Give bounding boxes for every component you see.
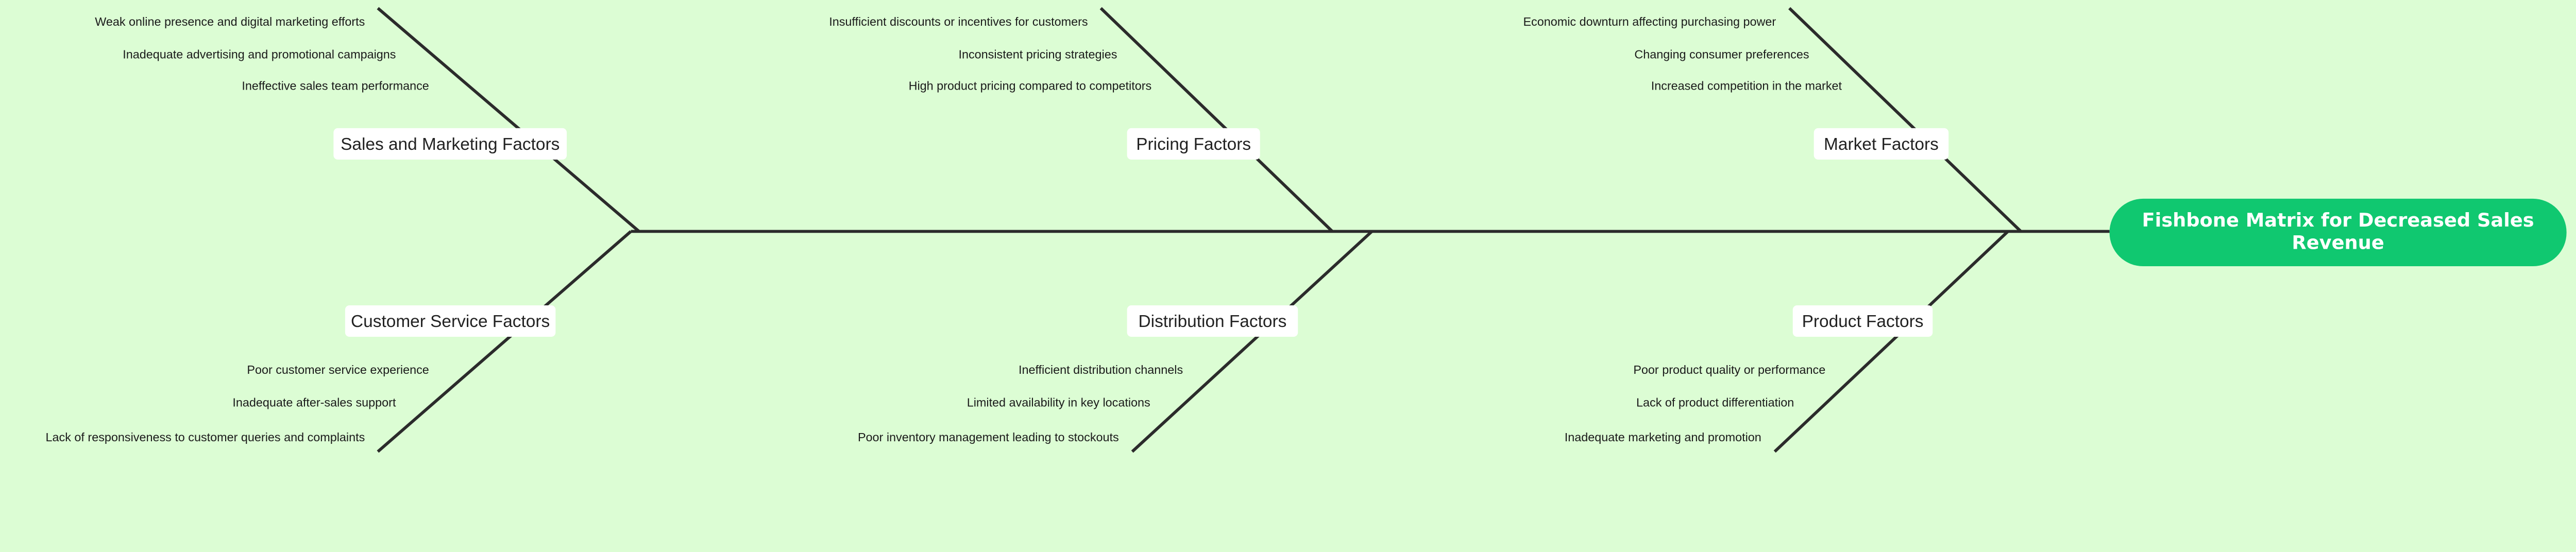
cause-item[interactable]: Lack of product differentiation bbox=[1636, 395, 1794, 409]
category-label: Market Factors bbox=[1824, 135, 1939, 154]
cause-item[interactable]: Inefficient distribution channels bbox=[1019, 363, 1183, 376]
category-bone bbox=[377, 230, 632, 453]
cause-item[interactable]: Inadequate after-sales support bbox=[232, 395, 396, 409]
category-label: Customer Service Factors bbox=[351, 312, 550, 331]
cause-item[interactable]: Ineffective sales team performance bbox=[242, 79, 429, 93]
title-line-1: Fishbone Matrix for Decreased Sales bbox=[2142, 209, 2534, 231]
category-node[interactable]: Pricing Factors bbox=[1127, 128, 1260, 160]
cause-item[interactable]: Changing consumer preferences bbox=[1634, 48, 1809, 61]
cause-item[interactable]: Weak online presence and digital marketi… bbox=[95, 15, 365, 28]
category-node[interactable]: Distribution Factors bbox=[1127, 305, 1298, 337]
cause-item[interactable]: Inadequate advertising and promotional c… bbox=[123, 48, 396, 61]
category-bone bbox=[1099, 7, 1334, 233]
cause-item[interactable]: High product pricing compared to competi… bbox=[909, 79, 1152, 93]
category-box bbox=[1814, 128, 1949, 160]
category-box bbox=[1792, 305, 1933, 337]
category-bone bbox=[1773, 230, 2009, 453]
category-label: Product Factors bbox=[1802, 312, 1924, 331]
category-node[interactable]: Market Factors bbox=[1814, 128, 1949, 160]
category-label: Pricing Factors bbox=[1136, 135, 1251, 154]
category-node[interactable]: Sales and Marketing Factors bbox=[333, 128, 567, 160]
cause-item[interactable]: Inconsistent pricing strategies bbox=[958, 48, 1117, 61]
title-line-2: Revenue bbox=[2292, 232, 2384, 254]
fishbone-diagram: Sales and Marketing Factors Pricing Facto… bbox=[45, 7, 2567, 453]
cause-item[interactable]: Increased competition in the market bbox=[1651, 79, 1842, 93]
category-node[interactable]: Product Factors bbox=[1792, 305, 1933, 337]
category-box bbox=[345, 305, 556, 337]
category-box bbox=[333, 128, 567, 160]
cause-item[interactable]: Poor customer service experience bbox=[247, 363, 429, 376]
category-box bbox=[1127, 128, 1260, 160]
head-node[interactable]: Fishbone Matrix for Decreased Sales Reve… bbox=[2109, 198, 2567, 267]
category-bone bbox=[377, 7, 640, 233]
category-label: Distribution Factors bbox=[1139, 312, 1287, 331]
cause-item[interactable]: Poor inventory management leading to sto… bbox=[858, 430, 1119, 444]
cause-item[interactable]: Inadequate marketing and promotion bbox=[1565, 430, 1761, 444]
cause-item[interactable]: Poor product quality or performance bbox=[1633, 363, 1825, 376]
category-node[interactable]: Customer Service Factors bbox=[345, 305, 556, 337]
cause-item[interactable]: Economic downturn affecting purchasing p… bbox=[1523, 15, 1776, 28]
cause-item[interactable]: Lack of responsiveness to customer queri… bbox=[46, 430, 365, 444]
cause-item[interactable]: Insufficient discounts or incentives for… bbox=[829, 15, 1088, 28]
category-label: Sales and Marketing Factors bbox=[341, 135, 560, 154]
cause-item[interactable]: Limited availability in key locations bbox=[967, 395, 1150, 409]
head-shape bbox=[2109, 198, 2567, 267]
category-bone bbox=[1131, 230, 1373, 453]
category-bone bbox=[1788, 7, 2022, 233]
category-box bbox=[1127, 305, 1298, 337]
